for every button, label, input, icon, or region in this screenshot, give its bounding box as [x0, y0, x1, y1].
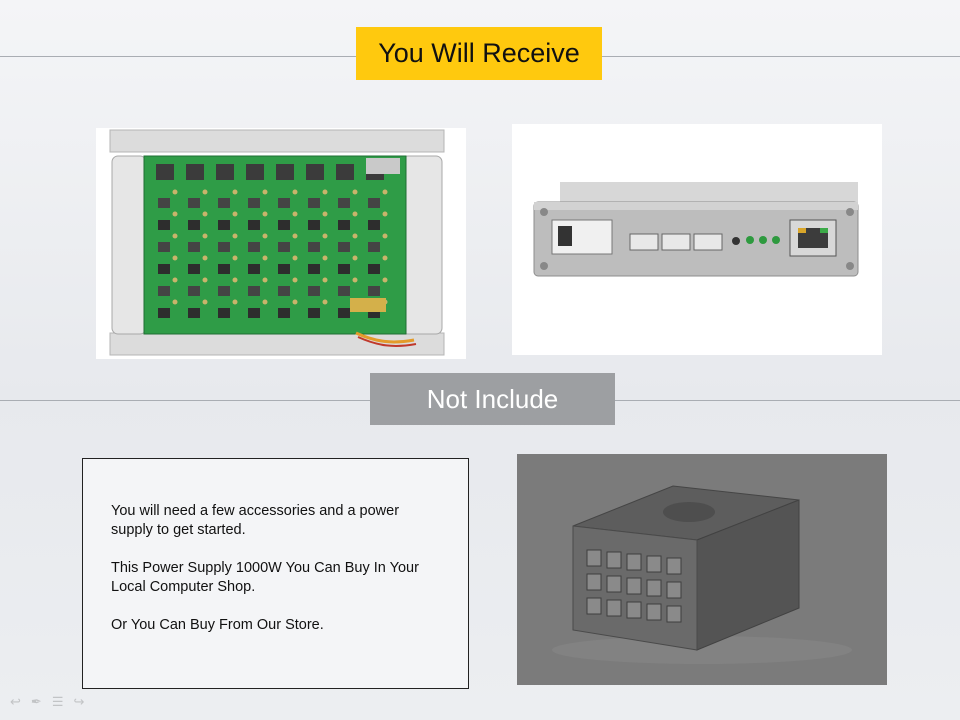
- redo-icon[interactable]: ↪: [73, 694, 85, 709]
- controller-box-photo: [512, 124, 882, 355]
- accessory-notes-box: You will need a few accessories and a po…: [82, 458, 469, 689]
- pen-icon[interactable]: ✒: [30, 694, 42, 709]
- power-supply-photo: [517, 454, 887, 685]
- hash-board-photo: [96, 128, 466, 359]
- menu-icon[interactable]: ☰: [51, 694, 64, 709]
- note-line-3: Or You Can Buy From Our Store.: [111, 617, 324, 633]
- note-line-2: This Power Supply 1000W You Can Buy In Y…: [111, 560, 419, 595]
- slide-toolbar: ↩ ✒ ☰ ↪: [10, 694, 84, 710]
- note-line-1: You will need a few accessories and a po…: [111, 503, 400, 538]
- receive-heading: You Will Receive: [356, 27, 602, 80]
- not-include-heading: Not Include: [370, 373, 615, 425]
- undo-icon[interactable]: ↩: [10, 694, 21, 709]
